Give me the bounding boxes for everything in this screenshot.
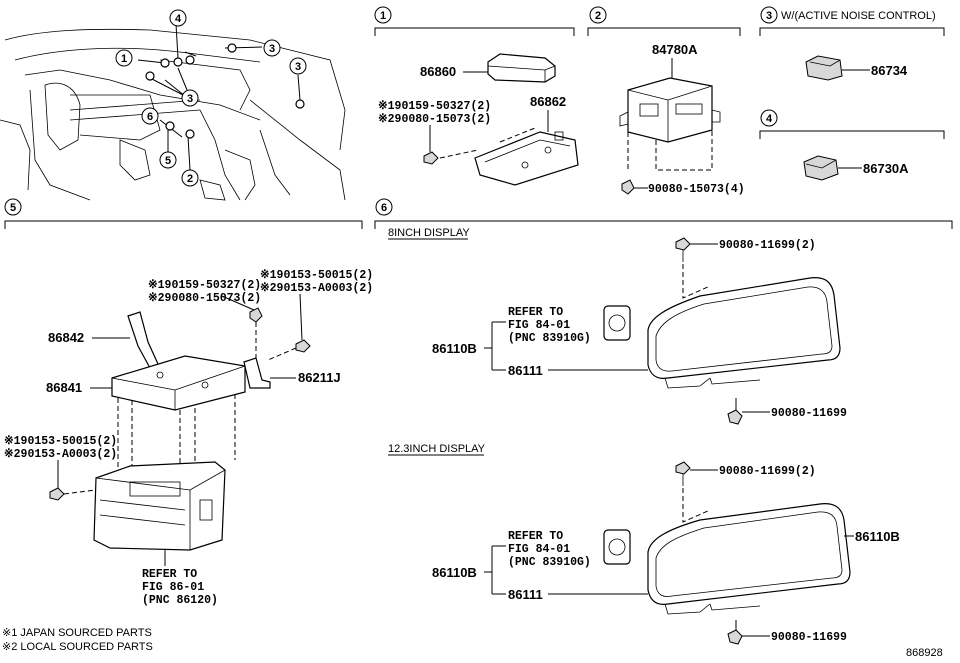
- svg-text:5: 5: [165, 155, 171, 167]
- section-1: 1 86860 86862 ※190159-50327(2) ※290080-1…: [374, 6, 579, 186]
- section-5: 5 ※190153-50015(2) ※290153-A0003(2) ※190…: [4, 198, 373, 607]
- svg-text:2: 2: [187, 173, 193, 185]
- callout-3: 3: [289, 57, 307, 75]
- airbag-sensor-86860: [487, 53, 556, 83]
- fastener-s1-b: ※290080-15073(2): [378, 112, 491, 126]
- ref-d12-line3: (PNC 83910G): [508, 556, 591, 569]
- svg-text:3: 3: [295, 61, 301, 73]
- svg-text:6: 6: [147, 111, 153, 123]
- fastener-d8-bottom: 90080-11699: [771, 407, 847, 420]
- clip-d12: [603, 529, 631, 565]
- bracket-86842: [127, 311, 159, 369]
- section-2: 2 84780A 90080-15073(4): [587, 6, 745, 196]
- subheader-8inch: 8INCH DISPLAY: [388, 227, 470, 239]
- bracket-86211J: [243, 357, 271, 389]
- part-84780A-label: 84780A: [652, 42, 698, 57]
- part-86110B-c-label: 86110B: [855, 529, 900, 544]
- vehicle-overview: 1 4 3 3 3 6 5 2: [0, 9, 346, 201]
- callout-3: 3: [263, 39, 281, 57]
- nut-s5-right: [295, 339, 311, 353]
- part-86842-label: 86842: [48, 330, 84, 345]
- ref-s5-line1: REFER TO: [142, 568, 197, 581]
- section-4: 4 86730A: [759, 109, 945, 181]
- part-86734-label: 86734: [871, 63, 908, 78]
- svg-text:6: 6: [381, 202, 387, 214]
- section-6: 6 8INCH DISPLAY 90080-11699(2) REFER TO …: [374, 198, 953, 645]
- display-8inch: [647, 277, 841, 389]
- ref-d8-line2: FIG 84-01: [508, 319, 570, 332]
- part-86730A-label: 86730A: [863, 161, 909, 176]
- section-3: 3 W/(ACTIVE NOISE CONTROL) 86734: [759, 6, 945, 81]
- ref-s5-line2: FIG 86-01: [142, 581, 204, 594]
- part-86862-label: 86862: [530, 94, 566, 109]
- part-86211J-label: 86211J: [298, 370, 341, 385]
- bolt-s1: [423, 151, 439, 165]
- svg-text:2: 2: [595, 10, 601, 22]
- housing-86120: [93, 461, 226, 551]
- fastener-s5-a: ※190159-50327(2): [148, 278, 261, 292]
- module-84780A: [619, 77, 721, 143]
- fastener-d8-top: 90080-11699(2): [719, 239, 816, 252]
- svg-text:1: 1: [380, 10, 386, 22]
- svg-text:3: 3: [187, 93, 193, 105]
- ref-d8-line3: (PNC 83910G): [508, 332, 591, 345]
- svg-text:5: 5: [10, 202, 16, 214]
- part-86111-a-label: 86111: [508, 363, 543, 378]
- footnote-japan: ※1 JAPAN SOURCED PARTS: [2, 627, 152, 639]
- ref-d12-line2: FIG 84-01: [508, 543, 570, 556]
- part-86860-label: 86860: [420, 64, 456, 79]
- connector-86730A: [803, 155, 839, 181]
- fastener-s1-a: ※190159-50327(2): [378, 99, 491, 113]
- svg-text:1: 1: [121, 53, 127, 65]
- connector-86734: [805, 55, 843, 81]
- figure-id: 868928: [906, 647, 943, 659]
- unit-86841: [111, 355, 246, 411]
- callout-2: 2: [181, 169, 199, 187]
- subheader-12inch: 12.3INCH DISPLAY: [388, 443, 486, 455]
- fastener-s5-f: ※290153-A0003(2): [4, 447, 117, 461]
- svg-text:4: 4: [766, 113, 773, 125]
- svg-text:3: 3: [766, 10, 772, 22]
- fastener-s5-d: ※290153-A0003(2): [260, 281, 373, 295]
- section-3-note: W/(ACTIVE NOISE CONTROL): [781, 10, 936, 22]
- bolt-s5-left: [49, 487, 65, 501]
- bracket-86862: [474, 131, 579, 186]
- display-12inch: [647, 503, 851, 615]
- bolt-d8-top: [675, 237, 691, 262]
- ref-d12-line1: REFER TO: [508, 530, 563, 543]
- bolt-d12-top: [675, 461, 691, 486]
- ref-d8-line1: REFER TO: [508, 306, 563, 319]
- callout-4: 4: [169, 9, 187, 27]
- fastener-s5-b: ※290080-15073(2): [148, 291, 261, 305]
- svg-text:4: 4: [175, 13, 182, 25]
- part-86111-b-label: 86111: [508, 587, 543, 602]
- callout-5: 5: [159, 151, 177, 169]
- fastener-s5-e: ※190153-50015(2): [4, 434, 117, 448]
- svg-text:3: 3: [269, 43, 275, 55]
- fastener-d12-top: 90080-11699(2): [719, 465, 816, 478]
- callout-3: 3: [181, 89, 199, 107]
- bolt-s5-top: [249, 307, 263, 323]
- part-86110B-b-label: 86110B: [432, 565, 477, 580]
- clip-d8: [603, 305, 631, 341]
- fastener-s2: 90080-15073(4): [648, 183, 745, 196]
- part-86841-label: 86841: [46, 380, 82, 395]
- bolt-d12-bottom: [727, 629, 743, 645]
- bolt-d8-bottom: [727, 409, 743, 425]
- ref-s5-line3: (PNC 86120): [142, 594, 218, 607]
- footnote-local: ※2 LOCAL SOURCED PARTS: [2, 641, 153, 653]
- fastener-d12-bottom: 90080-11699: [771, 631, 847, 644]
- part-86110B-a-label: 86110B: [432, 341, 477, 356]
- callout-6: 6: [141, 107, 159, 125]
- bolt-s2: [621, 179, 635, 195]
- callout-1: 1: [115, 49, 133, 67]
- fastener-s5-c: ※190153-50015(2): [260, 268, 373, 282]
